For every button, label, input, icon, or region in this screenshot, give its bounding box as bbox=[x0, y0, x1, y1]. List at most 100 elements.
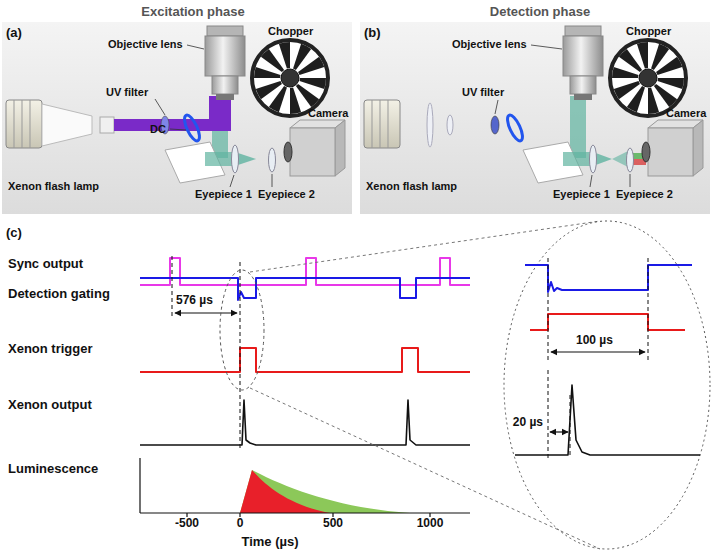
part-label: UV filter bbox=[106, 86, 148, 99]
panel-letter: (b) bbox=[364, 26, 381, 41]
part-label: Xenon flash lamp bbox=[366, 180, 457, 193]
axis-tick: -500 bbox=[175, 517, 199, 531]
illustration-part bbox=[495, 100, 498, 114]
part-label: Xenon flash lamp bbox=[8, 180, 99, 193]
part-label: Eyepiece 2 bbox=[616, 188, 673, 201]
illustration-part bbox=[182, 113, 203, 143]
illustration-part bbox=[614, 81, 640, 99]
illustration-part bbox=[6, 100, 42, 148]
illustration-part bbox=[495, 45, 630, 187]
illustration-part bbox=[209, 96, 231, 131]
illustration-part bbox=[525, 265, 692, 292]
illustration-part bbox=[212, 76, 238, 94]
illustration-part bbox=[281, 69, 299, 87]
phase-title: Excitation phase bbox=[141, 5, 244, 20]
illustration-part bbox=[590, 145, 597, 173]
axis-tick: 0 bbox=[237, 517, 244, 531]
illustration-part bbox=[447, 115, 453, 135]
illustration-part bbox=[256, 81, 282, 99]
illustration-part bbox=[252, 40, 328, 116]
part-label: Objective lens bbox=[452, 38, 527, 51]
illustration-part bbox=[548, 370, 549, 458]
illustration-part bbox=[140, 512, 470, 513]
illustration-part bbox=[2, 22, 352, 214]
illustration-part bbox=[648, 88, 659, 114]
illustration-part bbox=[505, 113, 526, 143]
illustration-part bbox=[658, 78, 684, 89]
part-label: Eyepiece 1 bbox=[553, 188, 610, 201]
illustration-part bbox=[630, 174, 631, 187]
illustration-part bbox=[284, 142, 292, 162]
part-label: Objective lens bbox=[108, 38, 183, 51]
illustration-part bbox=[570, 395, 571, 458]
illustration-part bbox=[14, 100, 15, 148]
illustration-part bbox=[300, 78, 326, 89]
illustration-part bbox=[335, 120, 345, 176]
illustration-part bbox=[30, 100, 31, 148]
signal-name: Xenon trigger bbox=[8, 342, 93, 357]
illustration-part bbox=[139, 458, 140, 513]
illustration-part bbox=[565, 26, 601, 36]
illustration-part bbox=[252, 40, 328, 116]
part-label: UV filter bbox=[462, 86, 504, 99]
illustration-part bbox=[172, 256, 173, 318]
illustration-part bbox=[240, 470, 330, 513]
illustration-part bbox=[654, 84, 677, 107]
illustration-part bbox=[42, 104, 92, 146]
illustration-part bbox=[612, 67, 638, 78]
illustration-part bbox=[427, 103, 433, 147]
illustration-part bbox=[140, 258, 470, 285]
illustration-part bbox=[187, 513, 430, 517]
panel-letter: (a) bbox=[6, 26, 22, 41]
illustration-part bbox=[563, 36, 603, 76]
illustration-part bbox=[272, 174, 273, 187]
illustration-part bbox=[360, 22, 710, 214]
excitation-panel bbox=[2, 22, 352, 214]
illustration-part bbox=[170, 129, 186, 130]
illustration-part bbox=[296, 84, 319, 107]
illustration-part bbox=[637, 42, 648, 68]
signal-name: Sync output bbox=[8, 257, 83, 272]
illustration-part bbox=[642, 142, 650, 162]
signal-name: Luminescence bbox=[8, 462, 98, 477]
illustration-part bbox=[491, 116, 499, 134]
time-annotation: 100 µs bbox=[576, 334, 613, 348]
illustration-part bbox=[205, 36, 245, 76]
axis-tick: 1000 bbox=[417, 517, 444, 531]
illustration-part bbox=[570, 96, 586, 158]
illustration-part bbox=[205, 152, 235, 166]
part-label: Camera bbox=[666, 107, 706, 120]
part-label: Chopper bbox=[268, 25, 313, 38]
illustration-part bbox=[240, 262, 241, 450]
illustration-part bbox=[290, 88, 301, 114]
detection-panel bbox=[360, 22, 710, 214]
illustration-part bbox=[216, 94, 234, 100]
illustration-part bbox=[648, 128, 693, 176]
illustration-part bbox=[656, 57, 682, 75]
illustration-part bbox=[364, 100, 400, 148]
illustration-part bbox=[372, 100, 373, 148]
illustration-part bbox=[254, 67, 280, 78]
part-label: Eyepiece 2 bbox=[258, 188, 315, 201]
time-annotation: 20 µs bbox=[513, 416, 543, 430]
illustration-part bbox=[530, 314, 685, 330]
signal-name: Detection gating bbox=[8, 287, 110, 302]
illustration-part bbox=[551, 351, 645, 352]
illustration-part bbox=[220, 270, 264, 390]
illustration-part bbox=[22, 100, 23, 148]
illustration-part bbox=[279, 42, 290, 68]
illustration-part bbox=[232, 145, 239, 173]
illustration-part bbox=[693, 120, 703, 176]
illustration-part bbox=[175, 312, 237, 313]
timing-chart bbox=[140, 221, 710, 549]
illustration-part bbox=[298, 57, 324, 75]
illustration-part bbox=[187, 45, 204, 49]
time-annotation: 576 µs bbox=[176, 294, 213, 308]
illustration-part bbox=[619, 49, 642, 72]
axis-tick: 500 bbox=[323, 517, 343, 531]
illustration-part bbox=[261, 49, 284, 72]
illustration-part bbox=[290, 128, 335, 176]
illustration-part bbox=[610, 40, 686, 116]
part-label: Camera bbox=[308, 107, 348, 120]
